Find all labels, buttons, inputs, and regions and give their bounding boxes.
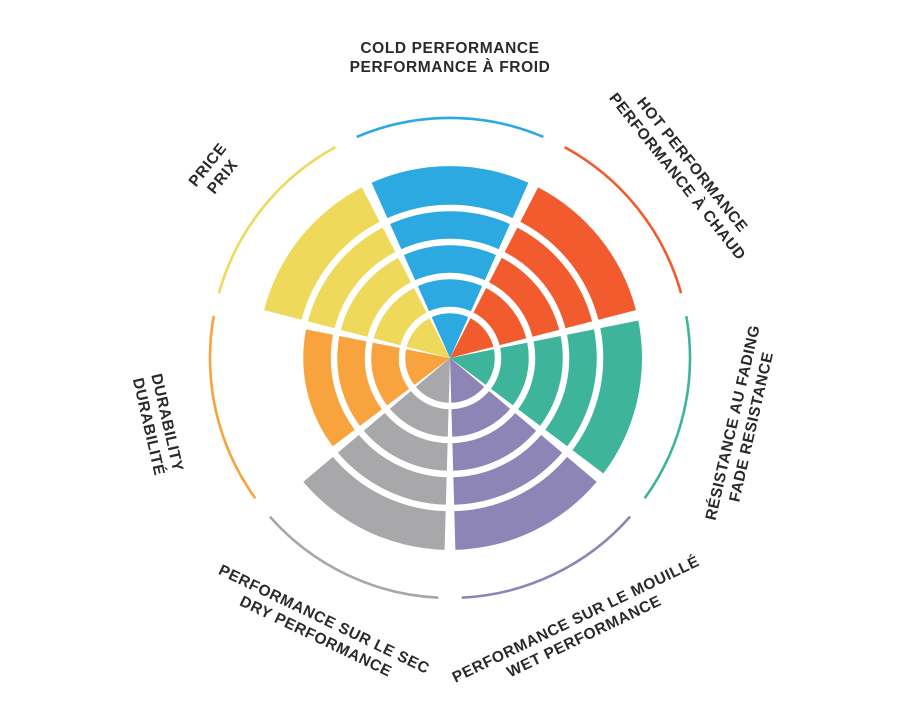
label-hot-performance: HOT PERFORMANCEPERFORMANCE À CHAUD: [605, 78, 763, 264]
label-durability: DURABILITYDURABILITÉ: [129, 372, 186, 477]
label-line-hot-performance-0: HOT PERFORMANCE: [633, 94, 751, 236]
outer-arc-fade-resistance: [643, 315, 692, 500]
label-line-cold-performance-1: PERFORMANCE À FROID: [350, 59, 551, 76]
label-price: PRICEPRIX: [186, 140, 246, 202]
segments: [264, 166, 643, 550]
outer-arc-wet-performance: [461, 515, 632, 599]
segment-hot-performance: [450, 187, 636, 358]
label-wet-performance: PERFORMANCE SUR LE MOUILLÉWET PERFORMANC…: [450, 553, 711, 704]
outer-arc-price: [217, 145, 337, 294]
label-line-wet-performance-0: PERFORMANCE SUR LE MOUILLÉ: [450, 553, 703, 686]
label-cold-performance: COLD PERFORMANCE PERFORMANCE À FROID: [350, 40, 551, 76]
ring-divider-3: [330, 238, 570, 478]
outer-arc-dry-performance: [268, 515, 439, 599]
ring-divider-4: [296, 204, 604, 512]
ring-divider-1: [398, 306, 502, 410]
label-dry-performance: PERFORMANCE SUR LE SECDRY PERFORMANCE: [207, 562, 432, 695]
ring-dividers: [296, 204, 604, 512]
segment-price: [264, 187, 450, 358]
outer-arcs: [208, 116, 692, 599]
label-fade-resistance: RÉSISTANCE AU FADINGFADE RESISTANCE: [703, 323, 783, 526]
ring-divider-2: [364, 272, 536, 444]
label-line-hot-performance-1: PERFORMANCE À CHAUD: [605, 90, 748, 264]
outer-arc-cold-performance: [356, 116, 544, 139]
label-line-cold-performance-0: COLD PERFORMANCE: [360, 40, 539, 57]
label-line-dry-performance-0: PERFORMANCE SUR LE SEC: [216, 562, 432, 678]
outer-arc-durability: [208, 315, 257, 500]
outer-arc-hot-performance: [563, 145, 683, 294]
